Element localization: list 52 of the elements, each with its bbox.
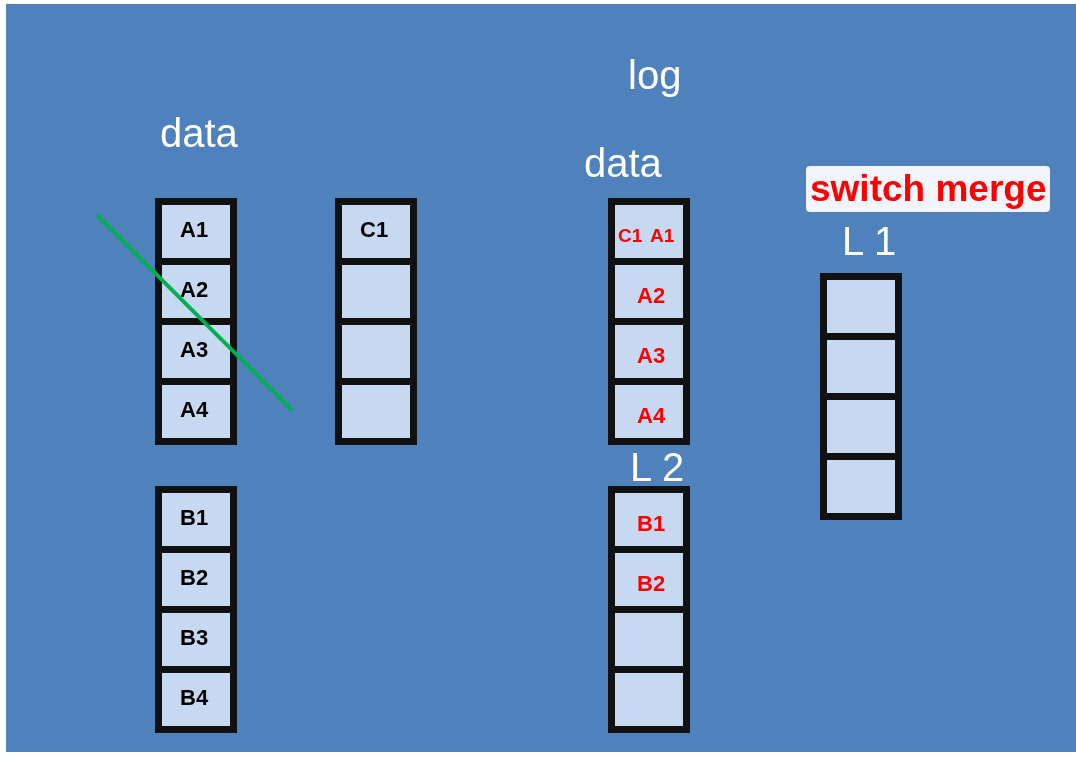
table-cell <box>162 613 230 666</box>
table-cell <box>162 385 230 438</box>
cell-label: A1 <box>180 217 209 243</box>
cell-label: A2 <box>637 283 666 309</box>
column-frame <box>335 198 417 445</box>
table-cell <box>615 553 683 606</box>
cell-label: B1 <box>637 511 666 537</box>
table-cell <box>827 280 895 333</box>
cell-label: A1 <box>650 224 675 248</box>
cell-label: A3 <box>637 343 666 369</box>
table-cell <box>827 400 895 453</box>
column-frame <box>608 198 690 445</box>
table-cell <box>827 460 895 513</box>
table-cell <box>342 325 410 378</box>
table-cell <box>162 205 230 258</box>
table-cell <box>342 385 410 438</box>
cell-label: A4 <box>637 403 666 429</box>
cell-label: B1 <box>180 505 209 531</box>
table-cell <box>615 325 683 378</box>
column-frame <box>608 486 690 733</box>
cell-label: A2 <box>180 277 209 303</box>
cell-label: B3 <box>180 625 209 651</box>
cell-label: A4 <box>180 397 209 423</box>
column-frame <box>155 486 237 733</box>
table-cell <box>615 673 683 726</box>
table-cell <box>162 265 230 318</box>
cell-label: C1 <box>618 224 643 248</box>
cell-label: C1 <box>360 217 389 243</box>
table-cell <box>162 325 230 378</box>
column-frame <box>155 198 237 445</box>
text-label: data <box>160 110 238 156</box>
cell-label: B4 <box>180 685 209 711</box>
table-cell <box>162 673 230 726</box>
table-cell <box>615 493 683 546</box>
table-cell <box>162 553 230 606</box>
heading-label: log <box>628 52 682 98</box>
text-label: switch merge <box>806 166 1051 212</box>
text-label: L 1 <box>842 218 897 264</box>
cell-label: B2 <box>637 571 666 597</box>
table-cell <box>342 265 410 318</box>
table-cell <box>342 205 410 258</box>
table-cell <box>827 340 895 393</box>
table-cell <box>615 265 683 318</box>
cell-label: B2 <box>180 565 209 591</box>
text-label: data <box>584 140 662 186</box>
table-cell <box>615 205 683 258</box>
text-label: L 2 <box>630 444 685 490</box>
table-cell <box>615 385 683 438</box>
table-cell <box>162 493 230 546</box>
column-frame <box>820 273 902 520</box>
cell-label: A3 <box>180 337 209 363</box>
table-cell <box>615 613 683 666</box>
